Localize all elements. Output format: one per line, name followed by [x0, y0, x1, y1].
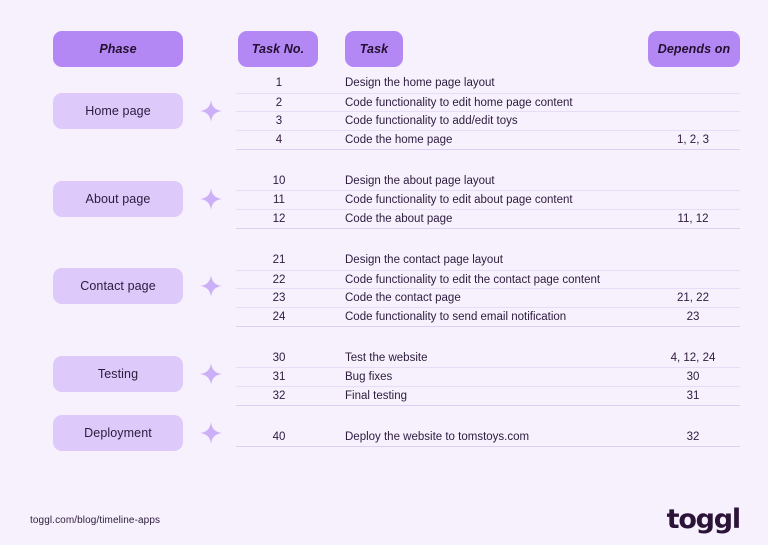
cell-task-description: Final testing	[345, 389, 408, 402]
table-row[interactable]: 32 Final testing 31	[236, 385, 740, 405]
phase-badge-home-page[interactable]: Home page	[53, 93, 183, 130]
cell-task-description: Code functionality to send email notific…	[345, 310, 567, 323]
cell-task-no: 11	[273, 194, 285, 207]
cell-task-description: Code functionality to edit home page con…	[345, 96, 573, 109]
cell-task-no: 31	[272, 371, 286, 384]
cell-depends-on: 1, 2, 3	[677, 134, 709, 147]
cell-task-no: 21	[272, 253, 286, 266]
cell-task-description: Code the about page	[345, 213, 453, 226]
cell-task-no: 2	[275, 96, 283, 109]
sparkle-icon	[199, 421, 223, 445]
table-row[interactable]: 31 Bug fixes 30	[236, 367, 740, 386]
phase-badge-deployment[interactable]: Deployment	[53, 415, 183, 452]
table-row[interactable]: 21 Design the contact page layout	[236, 251, 740, 270]
group-separator	[236, 148, 740, 150]
phase-group: 40 Deploy the website to tomstoys.com 32	[236, 428, 740, 447]
cell-task-no: 40	[272, 430, 286, 443]
phase-badge-testing[interactable]: Testing	[53, 355, 183, 392]
header-badge-phase: Phase	[53, 31, 183, 67]
cell-task-description: Design the contact page layout	[345, 253, 503, 266]
footer-source-url: toggl.com/blog/timeline-apps	[30, 515, 161, 526]
cell-task-description: Code the contact page	[345, 292, 461, 305]
table-row[interactable]: 11 Code functionality to edit about page …	[236, 190, 740, 209]
cell-task-description: Code functionality to edit about page co…	[345, 194, 573, 207]
table-row[interactable]: 24 Code functionality to send email notif…	[236, 306, 740, 326]
cell-task-description: Design the about page layout	[345, 174, 495, 187]
table-row[interactable]: 3 Code functionality to add/edit toys	[236, 111, 740, 130]
cell-task-no: 4	[275, 134, 283, 147]
cell-task-description: Code functionality to edit the contact p…	[345, 273, 601, 286]
group-spacer	[236, 229, 740, 251]
table-header-row: Phase Task No. Task Depends on	[0, 0, 768, 74]
group-separator	[236, 227, 740, 229]
cell-task-description: Test the website	[345, 351, 428, 364]
header-badge-depends-on: Depends on	[648, 31, 740, 67]
cell-task-description: Deploy the website to tomstoys.com	[345, 430, 530, 443]
group-spacer	[236, 150, 740, 172]
cell-depends-on: 31	[686, 389, 700, 402]
phase-group: 10 Design the about page layout 11 Code fun…	[236, 172, 740, 228]
cell-depends-on: 11, 12	[677, 213, 709, 226]
cell-task-description: Bug fixes	[345, 371, 393, 384]
cell-task-no: 1	[275, 77, 283, 89]
table-row[interactable]: 40 Deploy the website to tomstoys.com 32	[236, 428, 740, 447]
group-spacer	[236, 447, 740, 469]
cell-depends-on: 32	[686, 430, 700, 443]
table-row[interactable]: 2 Code functionality to edit home page co…	[236, 92, 740, 112]
cell-task-no: 22	[272, 273, 286, 286]
header-badge-task-no: Task No.	[238, 31, 318, 67]
table-row[interactable]: 12 Code the about page 11, 12	[236, 209, 740, 228]
group-separator	[236, 446, 740, 448]
cell-depends-on: 4, 12, 24	[670, 351, 716, 364]
cell-depends-on: 21, 22	[677, 292, 709, 305]
sparkle-icon	[199, 187, 223, 211]
phase-group: 30 Test the website 4, 12, 24 31 Bug fixes 30…	[236, 349, 740, 405]
table-row[interactable]: 1 Design the home page layout	[236, 74, 740, 93]
table-row[interactable]: 23 Code the contact page 21, 22	[236, 288, 740, 307]
table-row[interactable]: 4 Code the home page 1, 2, 3	[236, 130, 740, 149]
sparkle-icon	[199, 274, 223, 298]
cell-task-no: 10	[272, 174, 286, 187]
cell-task-description: Code the home page	[345, 134, 453, 147]
toggl-logo: toggl	[666, 504, 742, 535]
group-spacer	[236, 406, 740, 428]
cell-task-no: 24	[272, 310, 286, 323]
cell-task-no: 12	[272, 213, 286, 226]
cell-depends-on: 23	[686, 310, 700, 323]
cell-task-no: 3	[275, 115, 283, 128]
sparkle-icon	[199, 99, 223, 123]
header-badge-task: Task	[345, 31, 403, 67]
phase-badge-about-page[interactable]: About page	[53, 180, 183, 217]
cell-depends-on: 30	[686, 371, 700, 384]
cell-task-no: 23	[272, 292, 286, 305]
phase-badge-contact-page[interactable]: Contact page	[53, 268, 183, 305]
table-row[interactable]: 10 Design the about page layout	[236, 172, 740, 191]
cell-task-no: 32	[272, 389, 286, 402]
cell-task-description: Design the home page layout	[345, 77, 495, 89]
group-separator	[236, 325, 740, 327]
table-row[interactable]: 22 Code functionality to edit the contact…	[236, 269, 740, 289]
table-row[interactable]: 30 Test the website 4, 12, 24	[236, 349, 740, 368]
group-separator	[236, 404, 740, 406]
sparkle-icon	[199, 362, 223, 386]
group-spacer	[236, 327, 740, 349]
cell-task-description: Code functionality to add/edit toys	[345, 115, 518, 128]
cell-task-no: 30	[272, 351, 286, 364]
